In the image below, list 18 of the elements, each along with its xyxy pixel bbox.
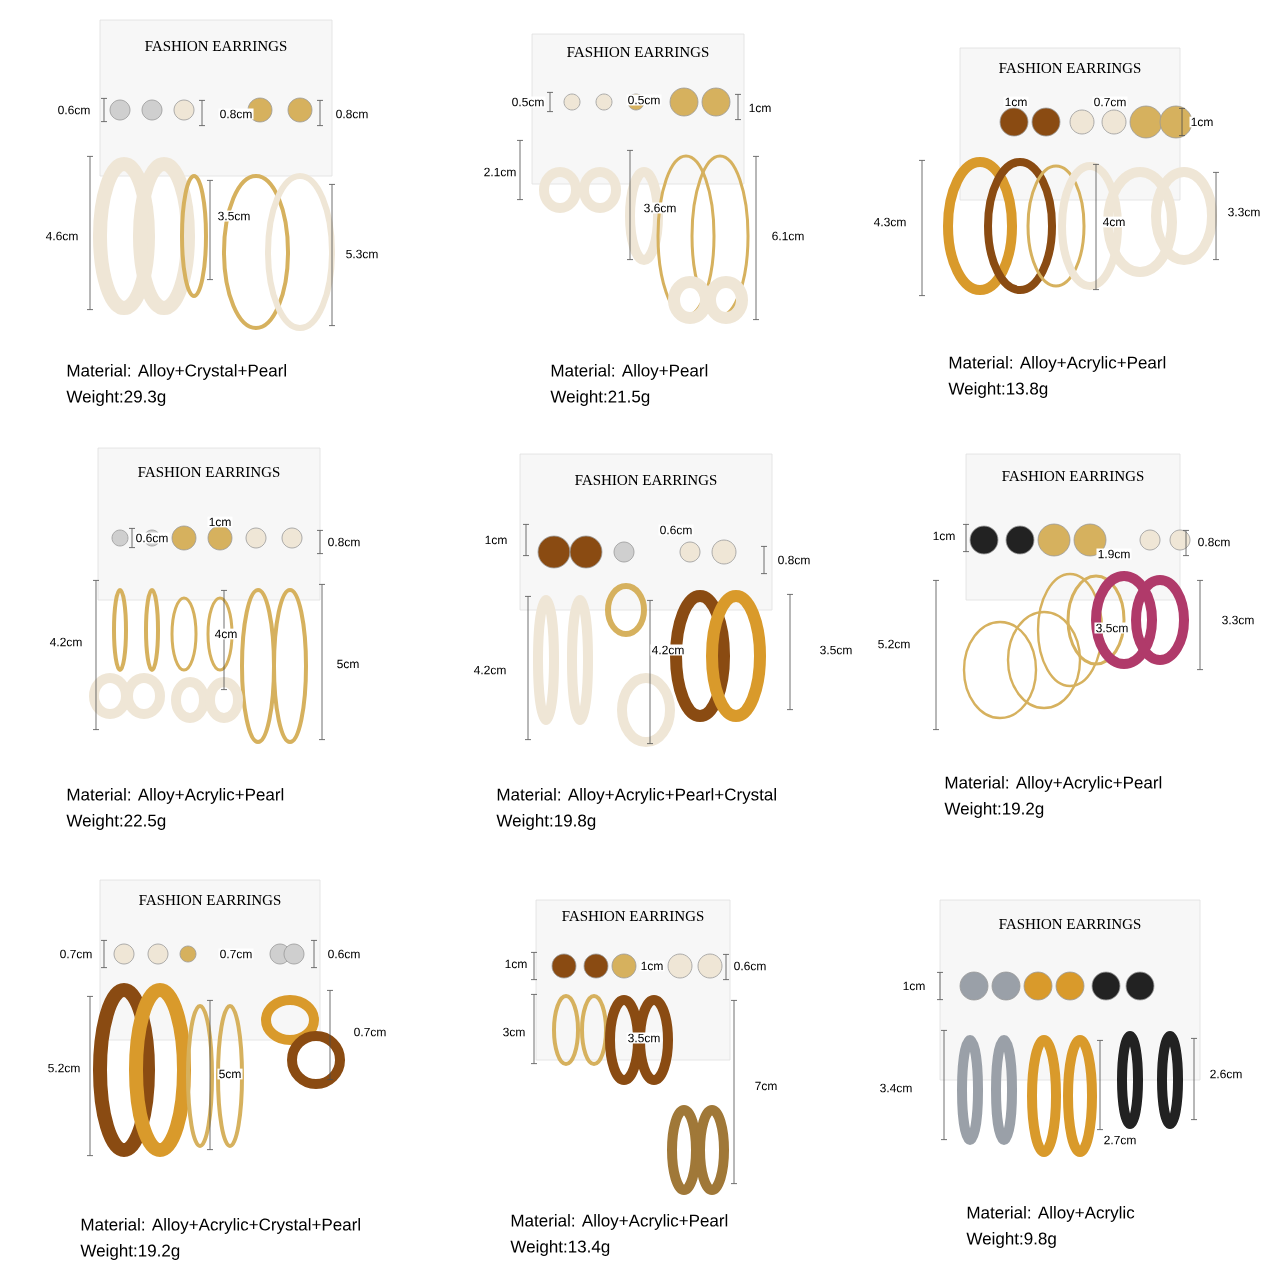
caption: Material: Alloy+Acrylic [967,1206,1135,1222]
caption: Material: Alloy+Pearl [551,364,708,380]
caption: Weight:22.5g [66,814,166,830]
caption: Material: Alloy+Acrylic+Crystal+Pearl [81,1218,360,1234]
caption: Material: Alloy+Crystal+Pearl [67,364,286,380]
caption: Weight:9.8g [966,1232,1056,1248]
caption: Weight:19.8g [496,814,596,830]
caption: Weight:29.3g [66,390,166,406]
caption: Material: Alloy+Acrylic+Pearl [511,1214,728,1230]
caption: Material: Alloy+Acrylic+Pearl+Crystal [497,788,776,804]
caption: Weight:19.2g [944,802,1044,818]
caption: Weight:19.2g [80,1244,180,1260]
caption: Weight:21.5g [550,390,650,406]
caption: Material: Alloy+Acrylic+Pearl [945,776,1162,792]
caption: Weight:13.8g [948,382,1048,398]
caption: Material: Alloy+Acrylic+Pearl [949,356,1166,372]
caption: Material: Alloy+Acrylic+Pearl [67,788,284,804]
caption: Weight:13.4g [510,1240,610,1256]
